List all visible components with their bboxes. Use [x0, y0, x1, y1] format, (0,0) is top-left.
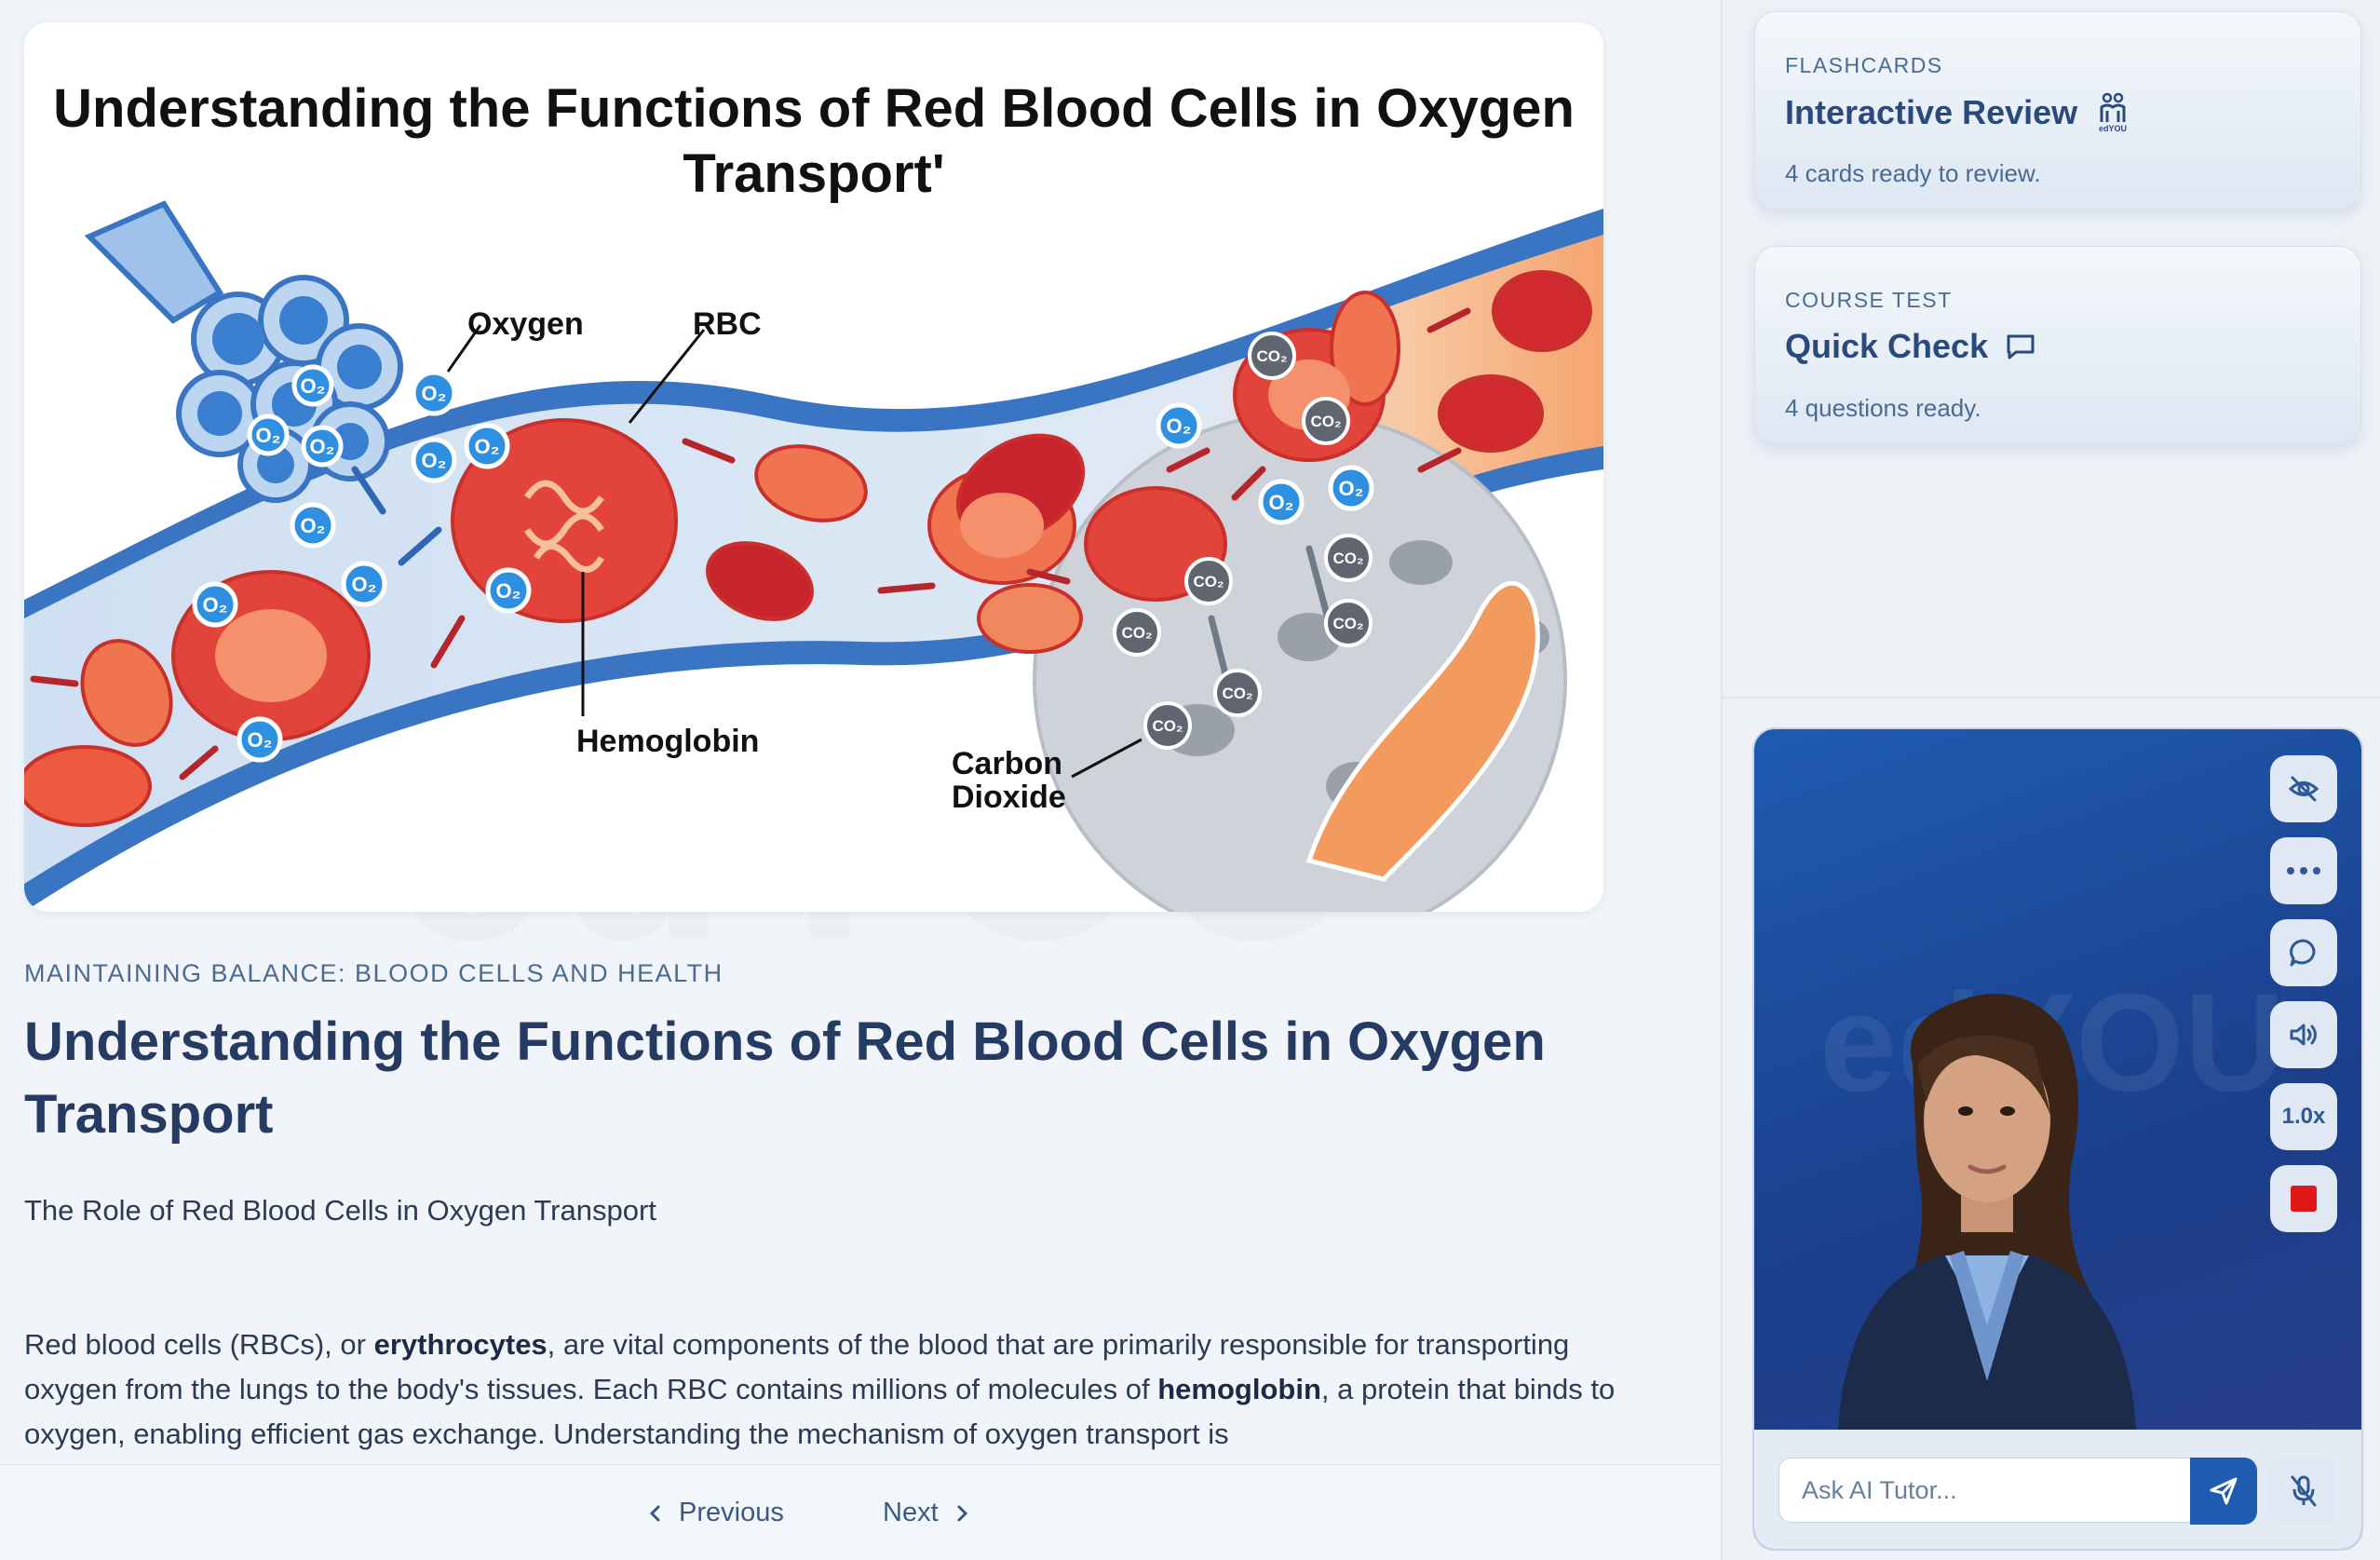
- hide-video-button[interactable]: [2270, 755, 2337, 822]
- lesson-subtitle: The Role of Red Blood Cells in Oxygen Tr…: [24, 1194, 656, 1227]
- o2-label: O₂: [352, 573, 377, 596]
- o2-label: O₂: [1167, 414, 1192, 438]
- chevron-right-icon: [957, 1505, 967, 1521]
- course-test-kicker: COURSE TEST: [1785, 288, 1953, 312]
- ask-tutor-bar: [1754, 1430, 2361, 1549]
- blood-vessel-diagram: O₂ O₂ O₂ O₂ O₂ O₂ O₂ O₂ O₂ O₂ O₂ O₂ O₂ O…: [24, 200, 1603, 912]
- term-hemoglobin: hemoglobin: [1157, 1373, 1321, 1405]
- send-button[interactable]: [2190, 1458, 2257, 1525]
- co2-label: CO₂: [1222, 685, 1252, 702]
- tutor-avatar: [1838, 994, 2136, 1430]
- stop-icon: [2291, 1186, 2317, 1212]
- co2-label: CO₂: [1152, 717, 1183, 735]
- chat-button[interactable]: [2270, 919, 2337, 986]
- previous-label: Previous: [679, 1498, 784, 1527]
- term-erythrocytes: erythrocytes: [373, 1328, 548, 1361]
- section-label: MAINTAINING BALANCE: BLOOD CELLS AND HEA…: [24, 959, 723, 987]
- speaker-icon: [2290, 1024, 2317, 1046]
- more-options-button[interactable]: [2270, 837, 2337, 904]
- o2-label: O₂: [496, 579, 521, 603]
- main-content: edYOU: [0, 22, 1721, 1560]
- co2-label: CO₂: [1332, 549, 1363, 567]
- previous-button[interactable]: Previous: [647, 1498, 784, 1528]
- next-button[interactable]: Next: [883, 1498, 970, 1528]
- sidebar-divider: [1721, 697, 2380, 699]
- label-rbc: RBC: [693, 306, 762, 342]
- edyou-logo-icon: edYOU: [2099, 92, 2127, 133]
- flashcards-kicker: FLASHCARDS: [1785, 53, 1943, 77]
- o2-label: O₂: [1269, 491, 1294, 514]
- page-title: Understanding the Functions of Red Blood…: [24, 1011, 1546, 1145]
- co2-label: CO₂: [1332, 615, 1363, 632]
- o2-label: O₂: [301, 514, 326, 537]
- o2-label: O₂: [422, 449, 447, 472]
- chevron-left-icon: [649, 1505, 660, 1521]
- send-icon: [2210, 1477, 2238, 1505]
- o2-label: O₂: [248, 728, 273, 752]
- pagination-bar: [0, 1464, 1721, 1560]
- course-test-title: Quick Check: [1785, 327, 2036, 366]
- mic-off-icon: [2291, 1475, 2317, 1507]
- o2-label: O₂: [256, 424, 281, 447]
- o2-label: O₂: [1339, 477, 1364, 500]
- o2-label: O₂: [475, 435, 500, 458]
- o2-label: O₂: [203, 593, 228, 617]
- chat-bubble-icon: [2290, 939, 2316, 967]
- volume-button[interactable]: [2270, 1001, 2337, 1068]
- o2-label: O₂: [310, 435, 335, 458]
- chat-bubble-icon: [2007, 334, 2035, 359]
- mute-mic-button[interactable]: [2270, 1458, 2337, 1525]
- ask-tutor-input[interactable]: [1778, 1458, 2192, 1523]
- o2-label: O₂: [301, 374, 326, 398]
- next-label: Next: [883, 1498, 939, 1527]
- o2-label: O₂: [422, 382, 447, 405]
- hero-title: Understanding the Functions of Red Blood…: [53, 78, 1575, 204]
- lesson-body: Red blood cells (RBCs), or erythrocytes,…: [24, 1328, 1616, 1450]
- stop-button[interactable]: [2270, 1165, 2337, 1232]
- label-oxygen: Oxygen: [467, 306, 584, 342]
- logo-text: edYOU: [2099, 124, 2127, 133]
- hero-illustration: O₂ O₂ O₂ O₂ O₂ O₂ O₂ O₂ O₂ O₂ O₂ O₂ O₂ O…: [24, 22, 1603, 912]
- co2-label: CO₂: [1310, 413, 1341, 430]
- label-carbon-dioxide: Carbon Dioxide: [952, 746, 1066, 815]
- flashcards-card[interactable]: FLASHCARDS Interactive Review edYOU 4 ca…: [1754, 11, 2361, 210]
- co2-label: CO₂: [1256, 347, 1287, 365]
- more-dots-icon: [2287, 867, 2320, 875]
- eye-off-icon: [2288, 776, 2319, 802]
- playback-speed-button[interactable]: 1.0x: [2270, 1083, 2337, 1150]
- flashcards-status: 4 cards ready to review.: [1785, 159, 2041, 187]
- label-hemoglobin: Hemoglobin: [576, 724, 760, 759]
- co2-label: CO₂: [1121, 624, 1152, 642]
- course-test-card[interactable]: COURSE TEST Quick Check 4 questions read…: [1754, 246, 2361, 445]
- course-test-status: 4 questions ready.: [1785, 394, 1981, 422]
- flashcards-title: Interactive Review edYOU: [1785, 92, 2131, 133]
- ai-tutor-panel: edYOU 1.0x: [1752, 727, 2363, 1551]
- co2-label: CO₂: [1193, 573, 1224, 590]
